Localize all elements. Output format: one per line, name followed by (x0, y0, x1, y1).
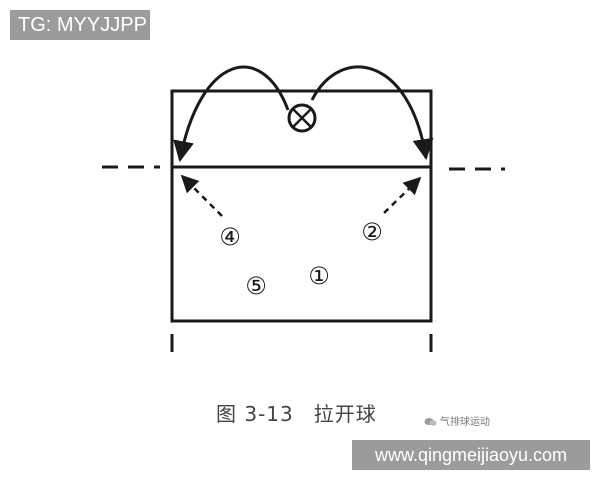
pass-arrow-left (173, 65, 290, 163)
player-4: ④ (219, 223, 241, 251)
wechat-label: 气排球运动 (440, 417, 490, 428)
wechat-source: 气排球运动 (424, 413, 490, 428)
move-arrow-left (180, 174, 223, 217)
court-outline (170, 89, 433, 323)
circle-cross-icon (287, 103, 317, 133)
figure-caption: 图 3-13 拉开球 (216, 398, 377, 427)
move-arrow-right (383, 176, 422, 214)
figure-number: 图 3-13 (216, 402, 294, 426)
player-5: ⑤ (245, 272, 267, 300)
player-1: ① (308, 262, 330, 290)
figure-title: 拉开球 (313, 402, 377, 426)
watermark-bottom: www.qingmeijiaoyu.com (352, 440, 590, 470)
watermark-top: TG: MYYJJPP (10, 10, 150, 40)
player-2: ② (361, 218, 383, 246)
wechat-icon (424, 418, 437, 426)
pass-arrow-right (310, 65, 434, 161)
